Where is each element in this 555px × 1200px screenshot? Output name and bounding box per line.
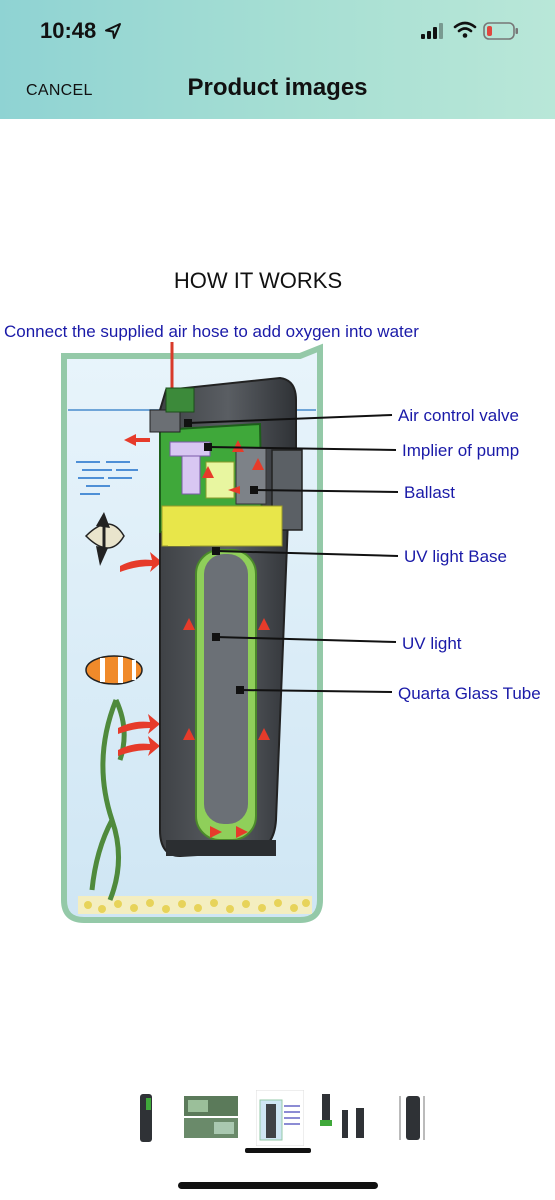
diagram-caption: Connect the supplied air hose to add oxy… — [4, 322, 419, 341]
label-implier-of-pump: Implier of pump — [402, 441, 519, 460]
thumbnail-how-it-works[interactable] — [256, 1090, 304, 1146]
thumbnail-strip — [130, 1090, 430, 1146]
page-title-text: Product images — [187, 74, 368, 101]
label-ballast: Ballast — [404, 483, 455, 502]
label-air-control-valve: Air control valve — [398, 406, 519, 425]
callout-dots — [184, 419, 258, 694]
callout-lines — [187, 414, 399, 693]
page-title: Product images — [0, 74, 555, 102]
thumbnail-aquarium-photos[interactable] — [184, 1090, 238, 1146]
water-ripples — [76, 461, 138, 495]
thumbnail-dimensions[interactable] — [392, 1090, 432, 1146]
home-indicator[interactable] — [178, 1182, 378, 1189]
label-uv-light-base: UV light Base — [404, 547, 507, 566]
thumbnail-parts[interactable] — [316, 1090, 370, 1146]
header: 10:48 CANCEL Product images — [0, 0, 555, 119]
location-arrow-icon — [105, 23, 121, 39]
status-time: 10:48 — [40, 18, 97, 43]
diagram-title: HOW IT WORKS — [174, 268, 342, 293]
cancel-button[interactable]: CANCEL — [26, 82, 93, 99]
thumbnail-filter-side-view[interactable] — [134, 1090, 158, 1146]
selected-thumbnail-indicator — [245, 1148, 311, 1153]
flow-arrows — [124, 434, 270, 838]
label-uv-light: UV light — [402, 634, 462, 653]
wifi-icon — [453, 21, 477, 38]
gravel — [78, 896, 312, 914]
cellular-signal-icon — [421, 23, 443, 39]
clownfish — [85, 655, 143, 685]
inflow-arrows — [118, 552, 162, 756]
battery-icon — [483, 22, 518, 40]
label-quarta-glass-tube: Quarta Glass Tube — [398, 684, 541, 703]
angelfish — [84, 512, 125, 566]
product-image[interactable]: HOW IT WORKS Connect the supplied air ho… — [0, 260, 555, 930]
